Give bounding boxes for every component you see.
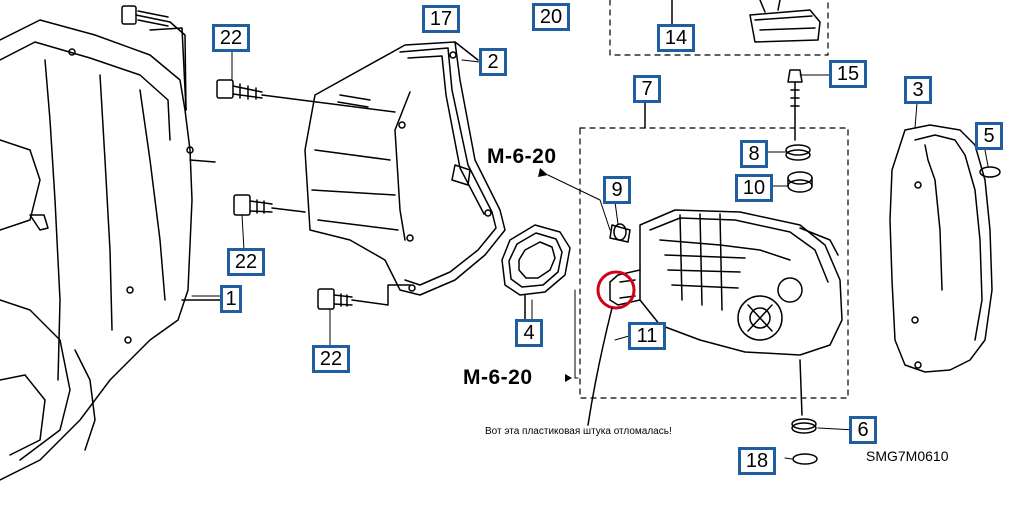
callout-22-mid: 22	[227, 248, 265, 276]
broken-part-highlight	[596, 270, 636, 310]
annotation-text: Вот эта пластиковая штука отломалась!	[485, 426, 672, 437]
callout-15: 15	[829, 60, 867, 88]
callout-14: 14	[657, 24, 695, 52]
leader-lines	[191, 51, 989, 460]
annotation-arrow	[587, 307, 613, 426]
callout-2: 2	[479, 48, 507, 76]
callout-7: 7	[633, 75, 661, 103]
part-7-bracket	[579, 101, 849, 399]
callout-6: 6	[849, 416, 877, 444]
callout-20: 20	[532, 3, 570, 31]
part-1-housing	[0, 19, 226, 481]
drawing-code: SMG7M0610	[866, 448, 949, 464]
callout-10: 10	[735, 174, 773, 202]
callout-4: 4	[515, 319, 543, 347]
callout-9: 9	[603, 176, 631, 204]
callout-1: 1	[220, 285, 242, 313]
callout-22-bottom: 22	[312, 345, 350, 373]
part-4-gasket	[501, 224, 571, 321]
spec-label-top: M-6-20	[487, 145, 557, 168]
callout-22-top: 22	[212, 24, 250, 52]
part-14-frame	[609, 0, 829, 56]
callout-5: 5	[975, 122, 1003, 150]
callout-17: 17	[422, 5, 460, 33]
part-3-cover	[889, 124, 993, 373]
spec-label-bottom: M-6-20	[463, 366, 533, 389]
callout-8: 8	[740, 140, 768, 168]
callout-11: 11	[628, 322, 666, 350]
callout-18: 18	[738, 447, 776, 475]
callout-3: 3	[904, 76, 932, 104]
part-2-cover	[304, 41, 506, 296]
